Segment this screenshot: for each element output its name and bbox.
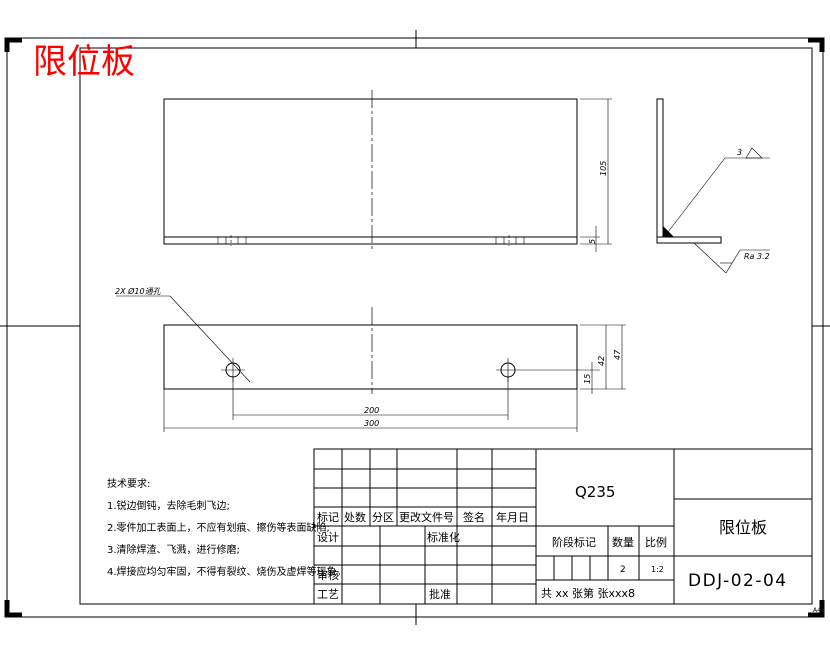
header-signature: 签名 <box>463 510 485 524</box>
top-view: 105 5 <box>163 90 612 252</box>
requirement-item: 1.锐边倒钝，去除毛刺飞边; <box>107 501 230 512</box>
dim-thickness: 5 <box>588 239 597 244</box>
requirement-item: 3.清除焊渣、飞溅，进行修磨; <box>107 545 240 556</box>
side-view: 3 Ra 3.2 <box>656 98 770 274</box>
header-zone: 分区 <box>372 511 394 524</box>
quantity-label: 数量 <box>612 536 634 549</box>
dim-height: 105 <box>599 161 608 176</box>
outer-frame <box>6 37 824 618</box>
title-block <box>313 448 813 605</box>
header-date: 年月日 <box>496 510 529 524</box>
scale-label: 比例 <box>645 535 667 549</box>
dim-hole-spacing: 200 <box>364 406 379 415</box>
header-mark: 标记 <box>317 510 339 524</box>
requirements-heading: 技术要求: <box>107 479 151 490</box>
scale-value: 1:2 <box>651 565 664 574</box>
approve-label: 批准 <box>429 587 451 601</box>
design-label: 设计 <box>317 531 339 544</box>
front-view: 2X Ø10通孔 200 300 42 47 15 <box>115 286 626 432</box>
drawing-number: DDJ-02-04 <box>688 571 788 591</box>
technical-requirements: 技术要求: 1.锐边倒钝，去除毛刺飞边; 2.零件加工表面上，不应有划痕、擦伤等… <box>107 474 347 584</box>
header-change-doc: 更改文件号 <box>399 510 454 524</box>
requirement-item: 4.焊接应均匀牢固，不得有裂纹、烧伤及虚焊等现象。 <box>107 567 347 578</box>
weld-size: 3 <box>737 148 742 157</box>
requirement-item: 2.零件加工表面上，不应有划痕、擦伤等表面缺陷; <box>107 523 330 534</box>
standardization-label: 标准化 <box>427 530 460 544</box>
header-count: 处数 <box>344 511 366 524</box>
dim-width: 47 <box>613 349 622 360</box>
part-title: 限位板 <box>33 42 135 82</box>
title-block-part-name: 限位板 <box>719 518 767 537</box>
roughness-value: Ra 3.2 <box>744 252 770 261</box>
review-label: 审核 <box>317 568 339 582</box>
centering-marks <box>0 30 830 625</box>
hole-label: 2X Ø10通孔 <box>115 286 162 296</box>
dim-hole-height: 42 <box>597 356 606 366</box>
sheet-count: 共 xx 张第 张xxx8 <box>541 586 635 600</box>
sheet-size: A4 <box>813 607 821 614</box>
dim-hole-from-edge: 15 <box>583 374 592 384</box>
process-label: 工艺 <box>317 588 339 601</box>
stage-mark-label: 阶段标记 <box>552 535 596 549</box>
dim-length: 300 <box>364 419 379 428</box>
quantity-value: 2 <box>620 565 626 575</box>
corner-marks <box>4 37 825 618</box>
material-label: Q235 <box>575 483 615 501</box>
